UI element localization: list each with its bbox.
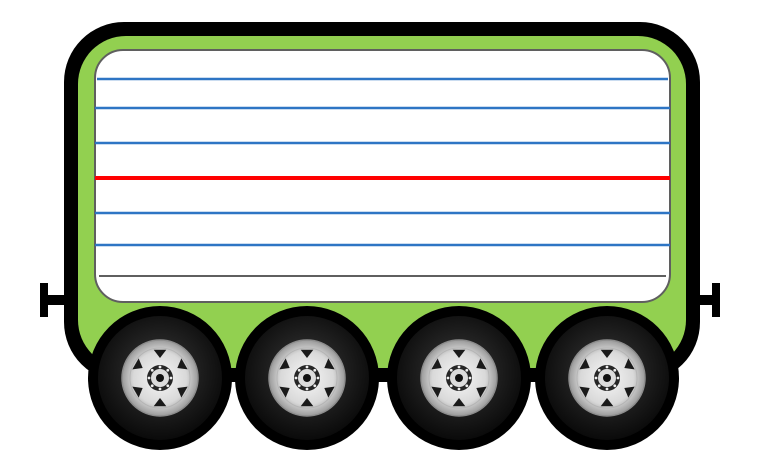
hub-vent bbox=[476, 358, 487, 370]
hub-vent bbox=[279, 358, 290, 370]
left-coupler bbox=[40, 283, 70, 317]
hub-vent bbox=[324, 386, 335, 398]
hub-vent bbox=[624, 386, 635, 398]
hub-vent bbox=[431, 358, 442, 370]
wheel bbox=[88, 306, 232, 450]
hub-vent bbox=[579, 386, 590, 398]
hub-vent bbox=[431, 386, 442, 398]
hub-vent bbox=[452, 349, 466, 358]
hub-vent bbox=[624, 358, 635, 370]
hub-vent bbox=[177, 358, 188, 370]
hub-vent bbox=[132, 358, 143, 370]
hub-vent bbox=[579, 358, 590, 370]
wheel bbox=[235, 306, 379, 450]
hub-vent bbox=[324, 358, 335, 370]
right-coupler bbox=[690, 283, 720, 317]
wheels bbox=[88, 306, 679, 450]
hub-vent bbox=[452, 398, 466, 407]
hub-vent bbox=[476, 386, 487, 398]
hub-vent bbox=[177, 386, 188, 398]
hub-vent bbox=[132, 386, 143, 398]
hub-vent bbox=[153, 349, 167, 358]
hub-vent bbox=[300, 349, 314, 358]
lined-paper-panel bbox=[94, 49, 671, 303]
hub-vent bbox=[600, 349, 614, 358]
hub-vent bbox=[600, 398, 614, 407]
hub-vent bbox=[300, 398, 314, 407]
hub-vent bbox=[279, 386, 290, 398]
wheel bbox=[535, 306, 679, 450]
wheel bbox=[387, 306, 531, 450]
hub-vent bbox=[153, 398, 167, 407]
